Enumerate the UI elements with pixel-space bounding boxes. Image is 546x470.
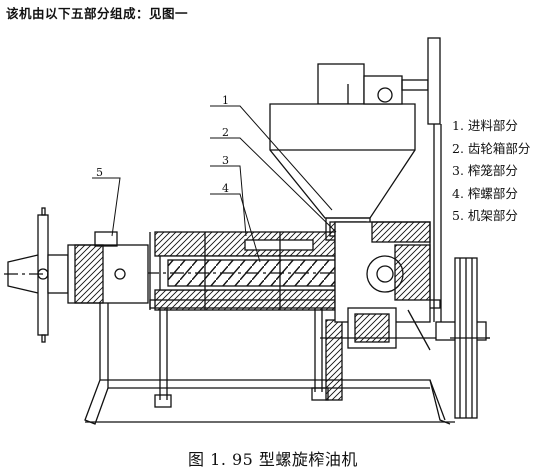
parts-legend: 1. 进料部分 2. 齿轮箱部分 3. 榨笼部分 4. 榨螺部分 5. 机架部分 [452,115,542,228]
top-drive [363,37,442,322]
callout-leaders [92,105,337,263]
outlet-handwheel [4,207,149,343]
legend-item-feed: 1. 进料部分 [452,118,518,133]
callout-1: 1 [222,94,229,107]
gearbox [320,221,490,351]
figure-caption: 图 1. 95 型螺旋榨油机 [188,450,358,469]
drive-pulley [450,257,490,419]
callout-2: 2 [222,126,229,139]
callout-3: 3 [222,154,229,167]
callout-5: 5 [96,166,103,179]
legend-item-gearbox: 2. 齿轮箱部分 [452,140,531,156]
intro-text: 该机由以下五部分组成：见图一 [6,6,189,21]
legend-item-screw: 4. 榨螺部分 [452,185,518,201]
legend-item-frame: 5. 机架部分 [452,208,518,223]
legend-item-cage: 3. 榨笼部分 [452,163,518,178]
callout-4: 4 [222,182,229,195]
